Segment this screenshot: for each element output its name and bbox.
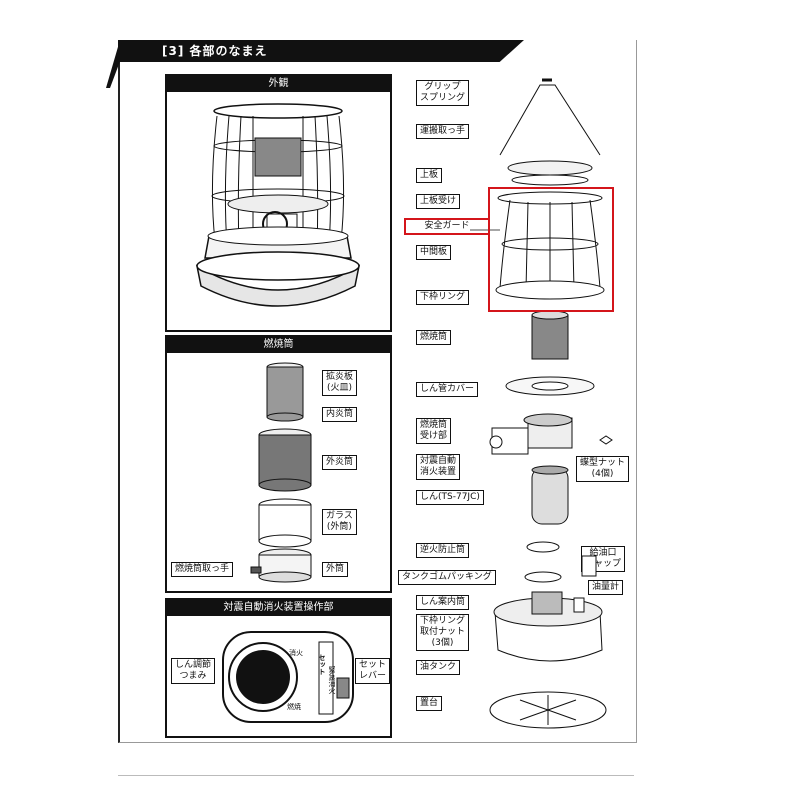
label-tube-holder: 燃焼筒 受け部 <box>416 418 452 444</box>
label-base: 置台 <box>416 696 443 711</box>
label-lower-ring: 下枠リング <box>416 290 470 305</box>
mark-emergency: 緊急消火 <box>328 666 336 694</box>
label-inner-flame-tube: 内炎筒 <box>322 407 358 422</box>
label-top-plate: 上板 <box>416 168 443 183</box>
heater-exterior-illustration <box>195 103 361 307</box>
label-safety-guard: 安全ガード <box>404 218 490 235</box>
page-bottom-rule <box>118 775 634 776</box>
label-backflow-tube: 逆火防止筒 <box>416 543 470 558</box>
label-wick-knob: しん調節 つまみ <box>171 658 216 684</box>
mark-set: セット <box>318 654 326 675</box>
label-fuel-gauge: 油量計 <box>588 580 624 595</box>
label-diffuser: 拡炎板 (火皿) <box>322 370 358 396</box>
label-wick: しん(TS-77JC) <box>416 490 484 505</box>
section-header-bar <box>118 40 524 62</box>
label-wick-cover: しん管カバー <box>416 382 479 397</box>
manual-page <box>118 40 637 743</box>
safety-device-panel: 対震自動消火装置操作部 消火 セット 緊急消火 燃焼 しん調節 つまみ セット … <box>165 598 392 738</box>
safety-panel-title: 対震自動消火装置操作部 <box>167 600 390 616</box>
label-filler-cap: 給油口 キャップ <box>581 546 626 572</box>
section-title: [3] 各部のなまえ <box>162 44 268 58</box>
burner-panel: 燃焼筒 拡炎板 (火皿) 内炎筒 外炎筒 ガラス (外筒) 燃焼筒取っ手 外筒 <box>165 335 392 593</box>
label-glass: ガラス (外筒) <box>322 509 357 535</box>
label-oil-tank: 油タンク <box>416 660 461 675</box>
exterior-panel: 外観 <box>165 74 392 332</box>
label-combustion-tube: 燃焼筒 <box>416 330 452 345</box>
label-grip-spring: グリップ スプリング <box>416 80 470 106</box>
safety-guard-highlight <box>488 187 614 312</box>
label-carry-handle: 運搬取っ手 <box>416 124 470 139</box>
label-set-lever: セット レバー <box>355 658 391 684</box>
label-burner-handle: 燃焼筒取っ手 <box>171 562 234 577</box>
label-wing-nut: 蝶型ナット (4個) <box>576 456 630 482</box>
label-ring-nut: 下枠リング 取付ナット (3個) <box>416 614 470 651</box>
mark-extinguish: 消火 <box>289 649 303 657</box>
burner-panel-title: 燃焼筒 <box>167 337 390 353</box>
label-auto-extinguisher: 対震自動 消火装置 <box>416 454 461 480</box>
label-wick-guide: しん案内筒 <box>416 595 470 610</box>
label-outer-tube: 外筒 <box>322 562 349 577</box>
label-outer-flame-tube: 外炎筒 <box>322 455 358 470</box>
exterior-panel-title: 外観 <box>167 76 390 92</box>
label-tank-gasket: タンクゴムパッキング <box>398 570 496 585</box>
mark-burn: 燃焼 <box>287 703 301 711</box>
burner-parts-illustration <box>250 362 312 583</box>
safety-device-illustration <box>222 631 354 723</box>
label-middle-plate: 中間板 <box>416 245 452 260</box>
label-top-plate-holder: 上板受け <box>416 194 461 209</box>
